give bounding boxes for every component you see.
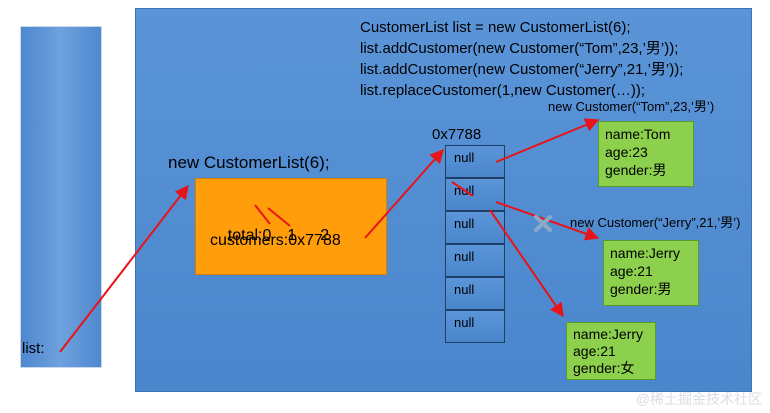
arrow-customers-to-array [364,148,444,239]
code-line-3: list.addCustomer(new Customer(“Jerry”,21… [360,61,684,78]
array-address: 0x7788 [432,126,482,143]
stack-area [20,26,102,368]
tom-name: name:Tom [605,126,671,142]
code-line-1: CustomerList list = new CustomerList(6); [360,19,631,36]
stack-variable-list: list: [22,340,45,357]
strike-cell-1 [451,181,474,197]
jerry-new-age: age:21 [573,343,616,359]
array-cell-0: null [445,145,505,178]
jerry-caption: new Customer(“Jerry”,21,’男’) [570,215,741,230]
customers-field: customers:0x7788 [210,232,341,249]
total-value-2: 2 [320,227,330,244]
broken-link-x-icon [534,215,552,232]
watermark: @稀土掘金技术社区 [635,391,762,407]
customer-jerry-old: name:Jerry age:21 gender:男 [603,240,699,306]
total-value-0: 0 [262,227,272,244]
customer-tom: name:Tom age:23 gender:男 [598,121,694,187]
arrow-list-to-customerlist [59,184,189,353]
tom-gender: gender:男 [605,162,667,178]
customer-list-title: new CustomerList(6); [168,153,330,172]
array-cell-3: null [445,244,505,277]
jerry-new-name: name:Jerry [573,326,644,342]
array-cell-4: null [445,277,505,310]
jerry-old-gender: gender:男 [610,281,672,297]
jerry-new-gender: gender:女 [573,360,635,376]
arrow-cell1-to-jerry-new [489,209,564,318]
code-block: CustomerList list = new CustomerList(6);… [360,17,683,101]
array-cell-2: null [445,211,505,244]
code-line-4: list.replaceCustomer(1,new Customer(…)); [360,82,646,99]
strike-total-1 [267,207,291,227]
jerry-old-age: age:21 [610,263,653,279]
total-value-1: 1 [287,227,297,244]
total-label: total: [227,227,263,244]
array-cell-5: null [445,310,505,343]
tom-caption: new Customer(“Tom”,23,’男’) [548,99,715,114]
tom-age: age:23 [605,144,648,160]
customer-jerry-new: name:Jerry age:21 gender:女 [566,322,656,380]
strike-total-0 [254,204,271,225]
code-line-2: list.addCustomer(new Customer(“Tom”,23,’… [360,40,679,57]
jerry-old-name: name:Jerry [610,245,681,261]
arrow-cell0-to-tom [495,118,600,163]
